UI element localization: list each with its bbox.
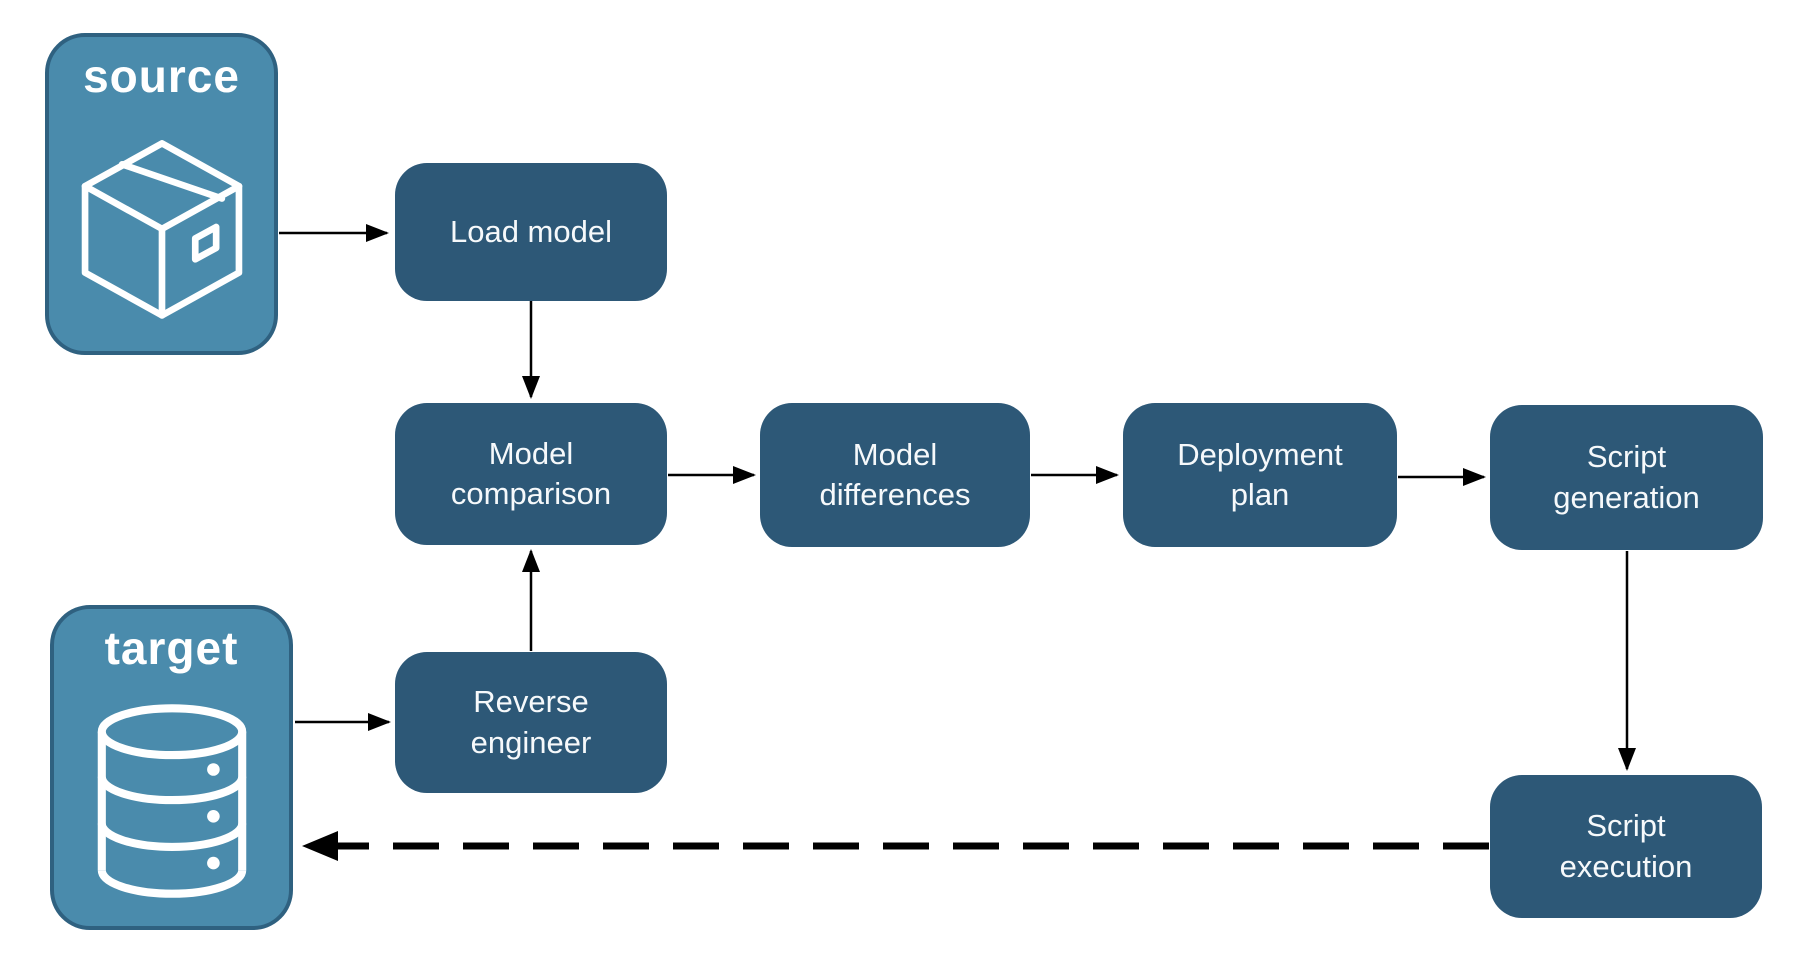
- database-icon: [54, 675, 289, 926]
- step-script-execution-label: Script execution: [1559, 808, 1693, 884]
- step-model-differences-label: Model differences: [819, 436, 971, 512]
- package-icon: [49, 103, 274, 351]
- step-script-execution: Script execution: [1490, 775, 1762, 918]
- step-model-comparison: Model comparison: [395, 403, 667, 545]
- step-model-differences: Model differences: [760, 403, 1030, 547]
- step-deployment-plan: Deployment plan: [1123, 403, 1397, 547]
- step-reverse-engineer: Reverse engineer: [395, 652, 667, 793]
- step-load-model-label: Load model: [449, 213, 612, 249]
- step-script-generation: Script generation: [1490, 405, 1763, 550]
- step-model-comparison-label: Model comparison: [450, 435, 612, 511]
- step-reverse-engineer-label: Reverse engineer: [470, 684, 592, 760]
- target-label: target: [104, 622, 239, 674]
- source-label: source: [83, 50, 240, 102]
- step-load-model: Load model: [395, 163, 667, 301]
- step-deployment-plan-label: Deployment plan: [1177, 436, 1343, 512]
- source-node: source: [45, 33, 278, 355]
- step-script-generation-label: Script generation: [1553, 439, 1700, 515]
- target-node: target: [50, 605, 293, 930]
